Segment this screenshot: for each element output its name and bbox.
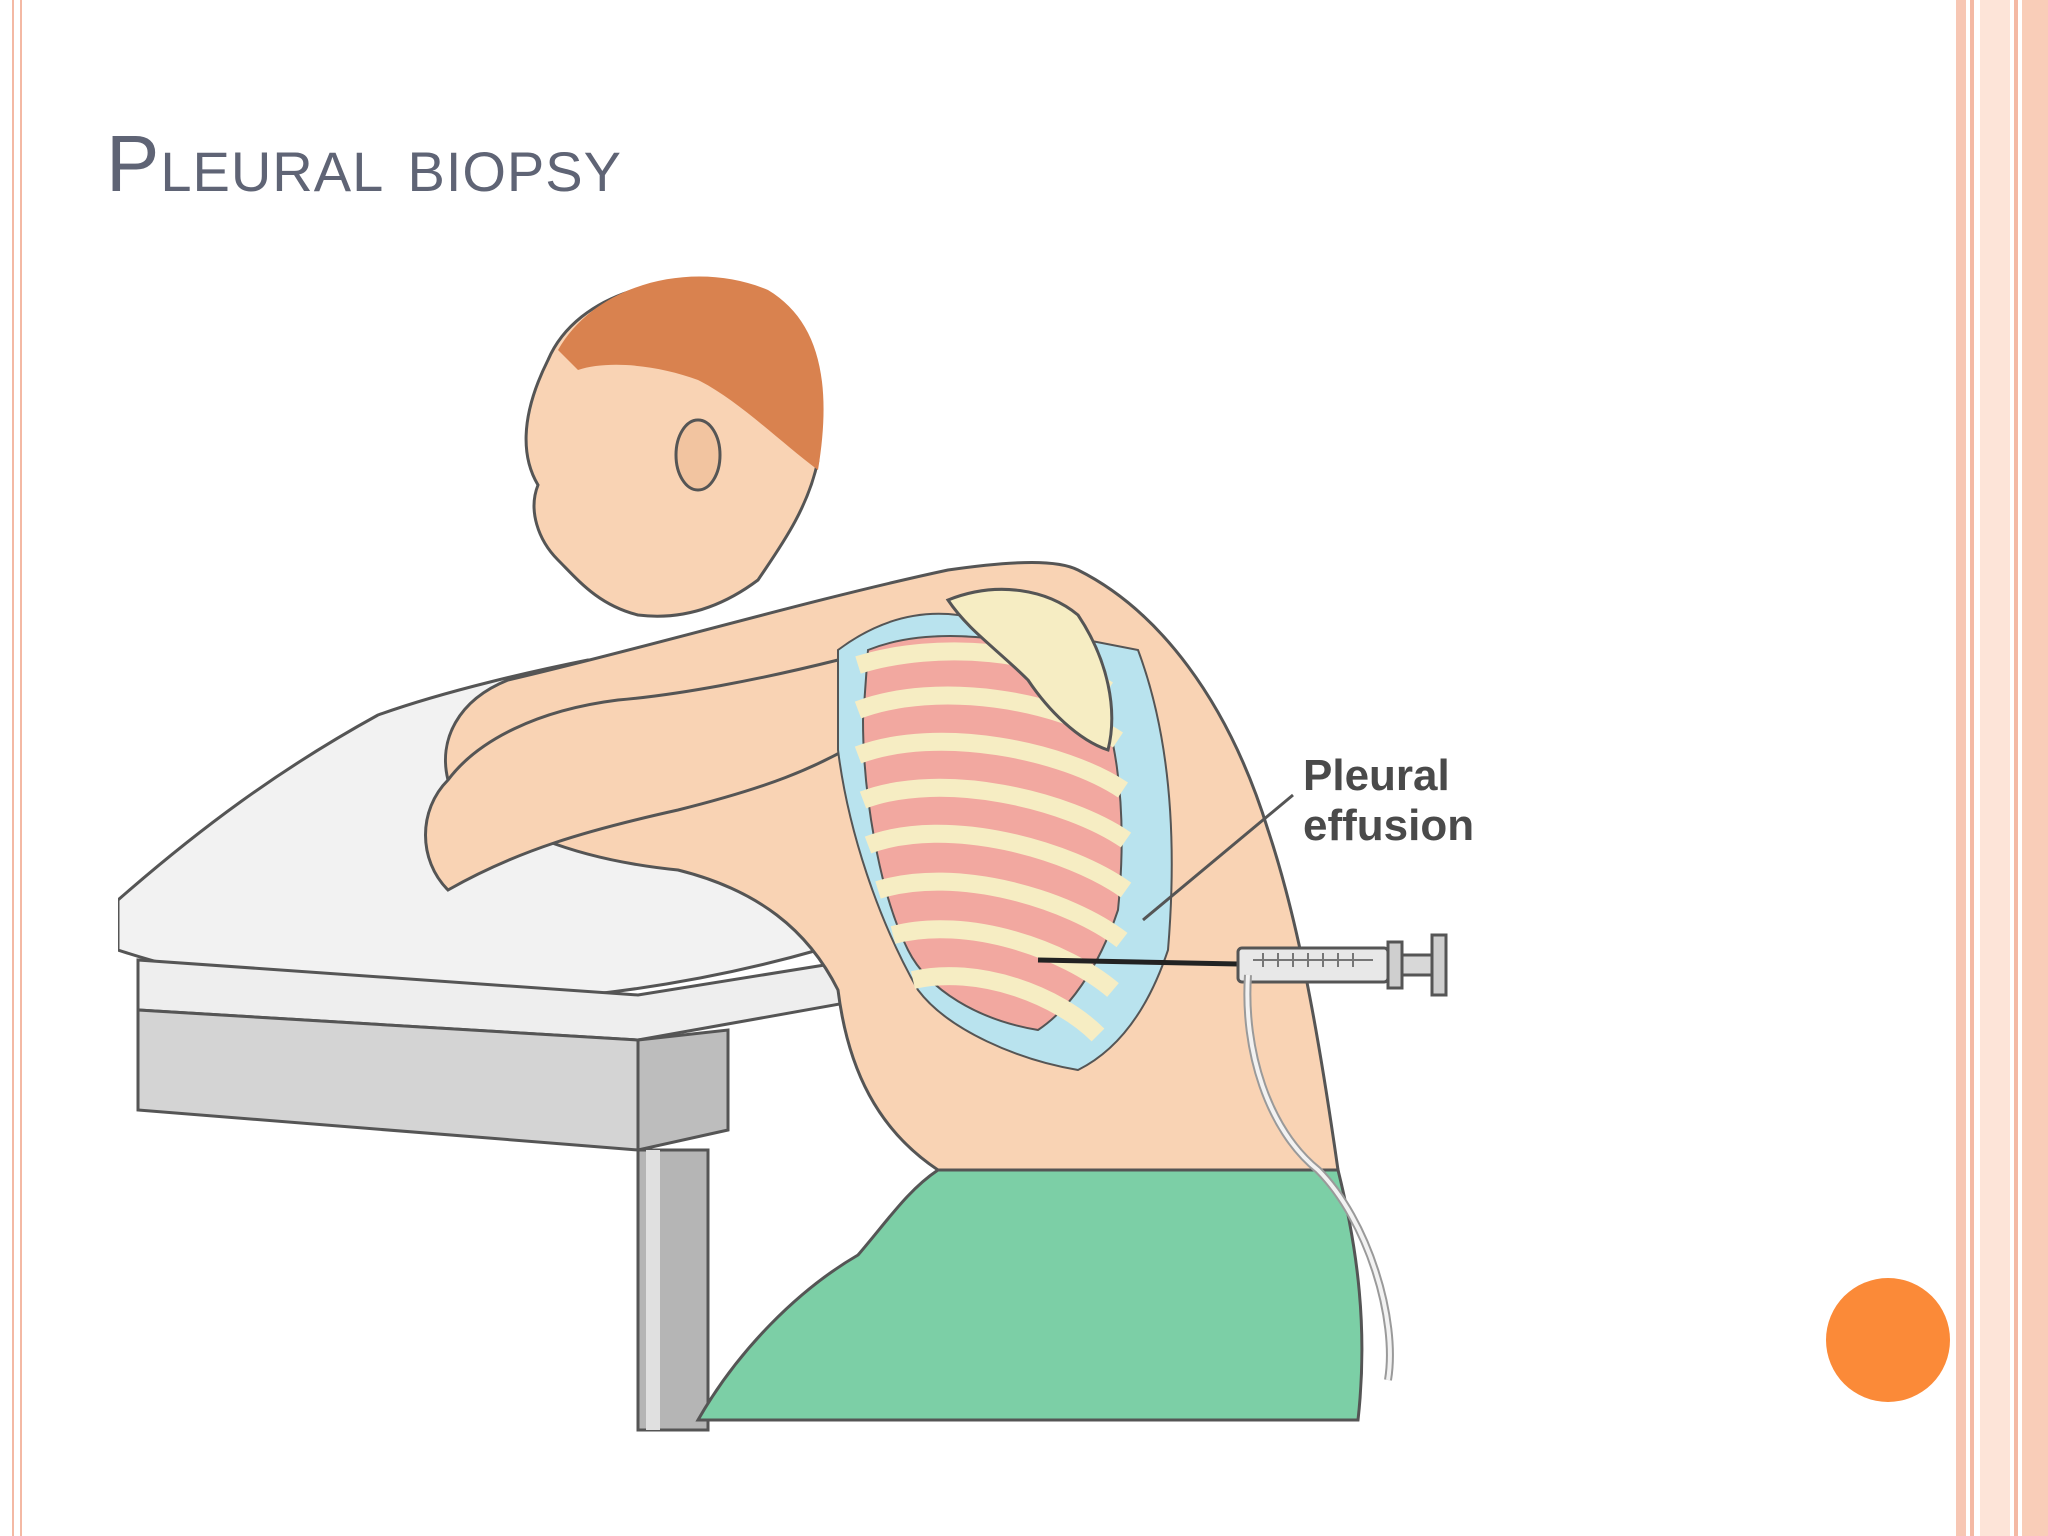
- biopsy-needle: [1037, 957, 1239, 967]
- slide-title: Pleural biopsy: [106, 119, 622, 208]
- accent-dot: [1826, 1278, 1950, 1402]
- hair: [558, 276, 824, 470]
- syringe: [1236, 933, 1448, 997]
- scapula: [945, 587, 1114, 752]
- pleural-biopsy-illustration: Pleural effusion: [118, 276, 1474, 1432]
- label-effusion: effusion: [1303, 801, 1474, 850]
- right-border: [1956, 0, 2048, 1536]
- arm: [424, 658, 880, 892]
- left-border: [12, 0, 22, 1536]
- ear: [674, 418, 722, 492]
- table-side: [636, 1028, 730, 1152]
- label-pleural: Pleural: [1303, 751, 1450, 800]
- label-leader-line: [1142, 793, 1294, 922]
- pants: [695, 1168, 1364, 1422]
